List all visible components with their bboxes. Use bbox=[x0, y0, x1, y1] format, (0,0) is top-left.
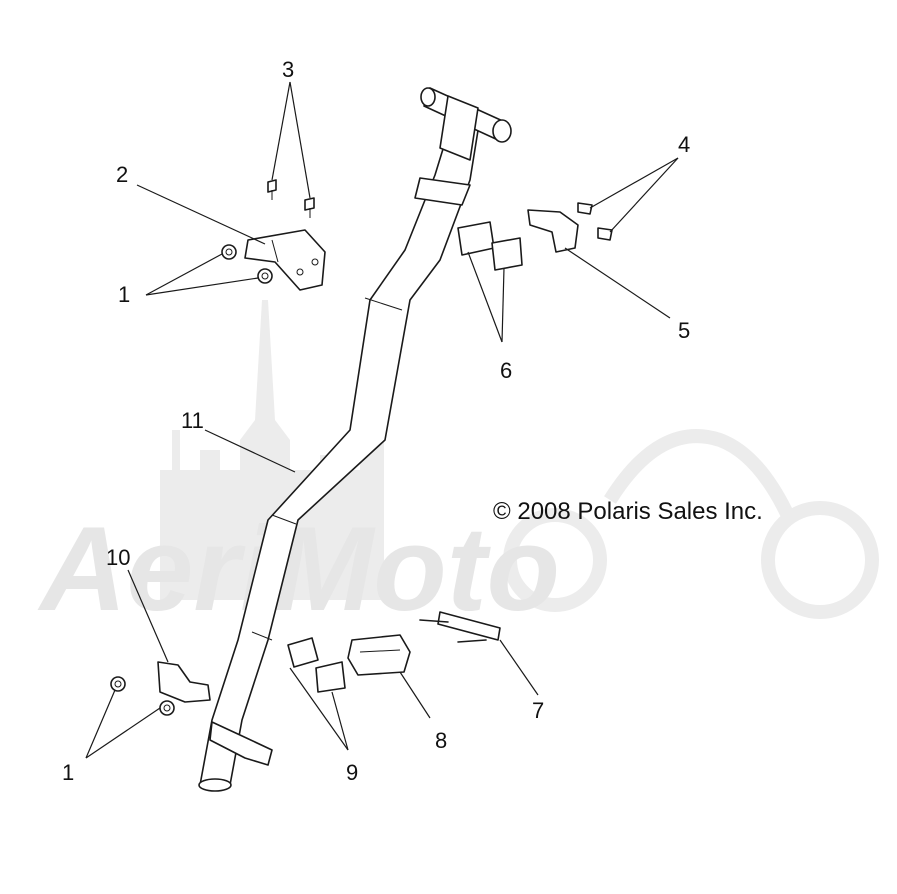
watermark-text: AeriMoto bbox=[37, 502, 560, 636]
copyright-notice: © 2008 Polaris Sales Inc. bbox=[493, 498, 763, 525]
part-1-nuts-lower bbox=[110, 676, 175, 716]
part-9-bushings bbox=[287, 637, 346, 693]
callout-9: 9 bbox=[346, 760, 358, 785]
watermark-wheel-rear bbox=[503, 508, 607, 612]
part-6-bushings bbox=[457, 221, 523, 271]
callout-1-lower: 1 bbox=[62, 760, 74, 785]
callout-11: 11 bbox=[181, 408, 204, 433]
part-11-steering-post bbox=[198, 87, 512, 792]
part-10-clamp bbox=[157, 661, 211, 703]
part-2-bracket bbox=[244, 229, 326, 291]
watermark-bike-body bbox=[604, 429, 797, 523]
part-4-bolts bbox=[577, 202, 613, 241]
callout-4: 4 bbox=[678, 132, 690, 157]
callout-6: 6 bbox=[500, 358, 512, 383]
part-7-bracket bbox=[419, 611, 501, 643]
leader-lines bbox=[85, 81, 679, 759]
callout-1-upper: 1 bbox=[118, 282, 130, 307]
callouts: 3 2 1 4 5 6 11 10 7 8 9 1 bbox=[62, 57, 690, 785]
callout-10: 10 bbox=[106, 545, 130, 570]
callout-2: 2 bbox=[116, 162, 128, 187]
callout-5: 5 bbox=[678, 318, 690, 343]
callout-7: 7 bbox=[532, 698, 544, 723]
watermark: AeriMoto bbox=[37, 300, 879, 636]
callout-3: 3 bbox=[282, 57, 294, 82]
part-1-nuts-upper bbox=[221, 244, 273, 284]
part-5-clamp bbox=[527, 209, 579, 253]
part-3-bolts bbox=[267, 179, 315, 218]
watermark-wheel-front bbox=[761, 501, 879, 619]
part-8-block bbox=[347, 634, 411, 676]
callout-8: 8 bbox=[435, 728, 447, 753]
watermark-castle bbox=[160, 300, 384, 600]
